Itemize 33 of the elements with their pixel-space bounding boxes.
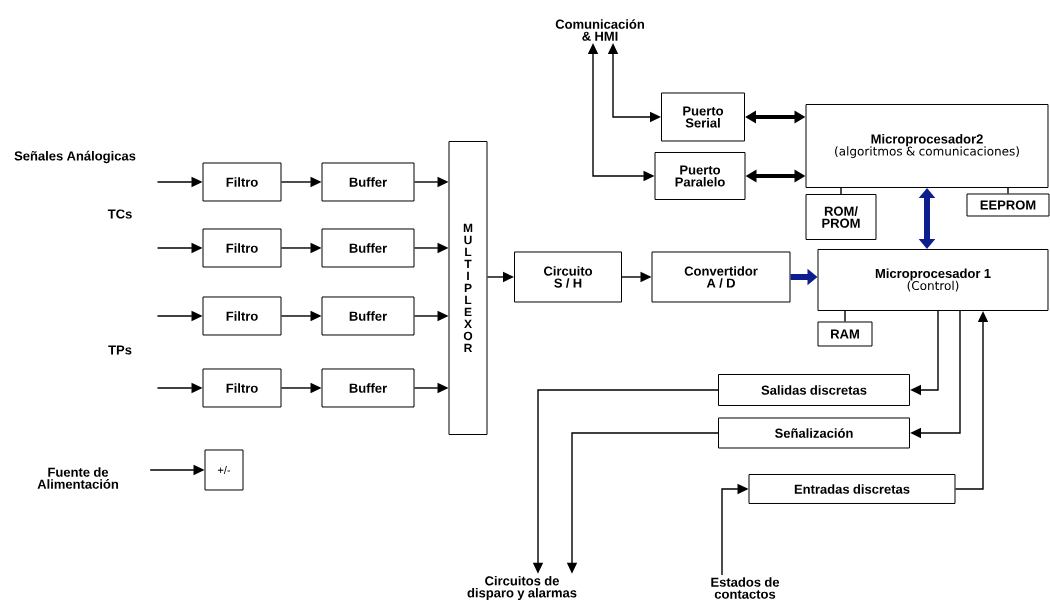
processor-box: Microprocesador2 (algoritmos & comunicaciones): [805, 104, 1049, 188]
double-arrow: [918, 188, 936, 249]
connector-line: [844, 310, 846, 323]
process-box: Buffer: [321, 296, 415, 336]
process-box: EEPROM: [966, 193, 1050, 217]
processor-box: Microprocesador 1 (Control): [817, 249, 1049, 311]
process-box: RAM: [817, 321, 873, 347]
signal-label: TCs: [107, 209, 132, 219]
multiplexer-box: M U L T I P L E X O R: [448, 141, 488, 435]
process-box: Circuito S / H: [514, 251, 622, 303]
terminal-label: Comunicación & HMI: [555, 19, 644, 41]
process-box: Filtro: [202, 228, 282, 268]
terminal-label: Fuente de Alimentación: [37, 467, 118, 489]
terminal-label: Circuitos de disparo y alarmas: [467, 575, 577, 601]
process-box: ROM/ PROM: [805, 194, 877, 240]
process-box: Filtro: [202, 162, 282, 202]
process-box: Puerto Paralelo: [654, 152, 746, 200]
process-box: Salidas discretas: [718, 374, 910, 406]
process-box: Puerto Serial: [661, 92, 745, 142]
supply-box: +/-: [204, 449, 244, 491]
process-box: Buffer: [321, 368, 415, 408]
terminal-label: Estados de contactos: [711, 577, 780, 599]
connector-line: [1007, 187, 1009, 195]
process-box: Señalización: [718, 417, 910, 449]
process-box: Buffer: [321, 228, 415, 268]
connector-line: [840, 187, 842, 195]
process-box: Entradas discretas: [748, 474, 956, 504]
process-box: Filtro: [202, 368, 282, 408]
process-box: Convertidor A / D: [651, 251, 791, 303]
process-box: Filtro: [202, 296, 282, 336]
signal-label: Señales Análogicas: [14, 150, 136, 164]
signal-label: TPs: [108, 345, 132, 355]
process-box: Buffer: [321, 162, 415, 202]
